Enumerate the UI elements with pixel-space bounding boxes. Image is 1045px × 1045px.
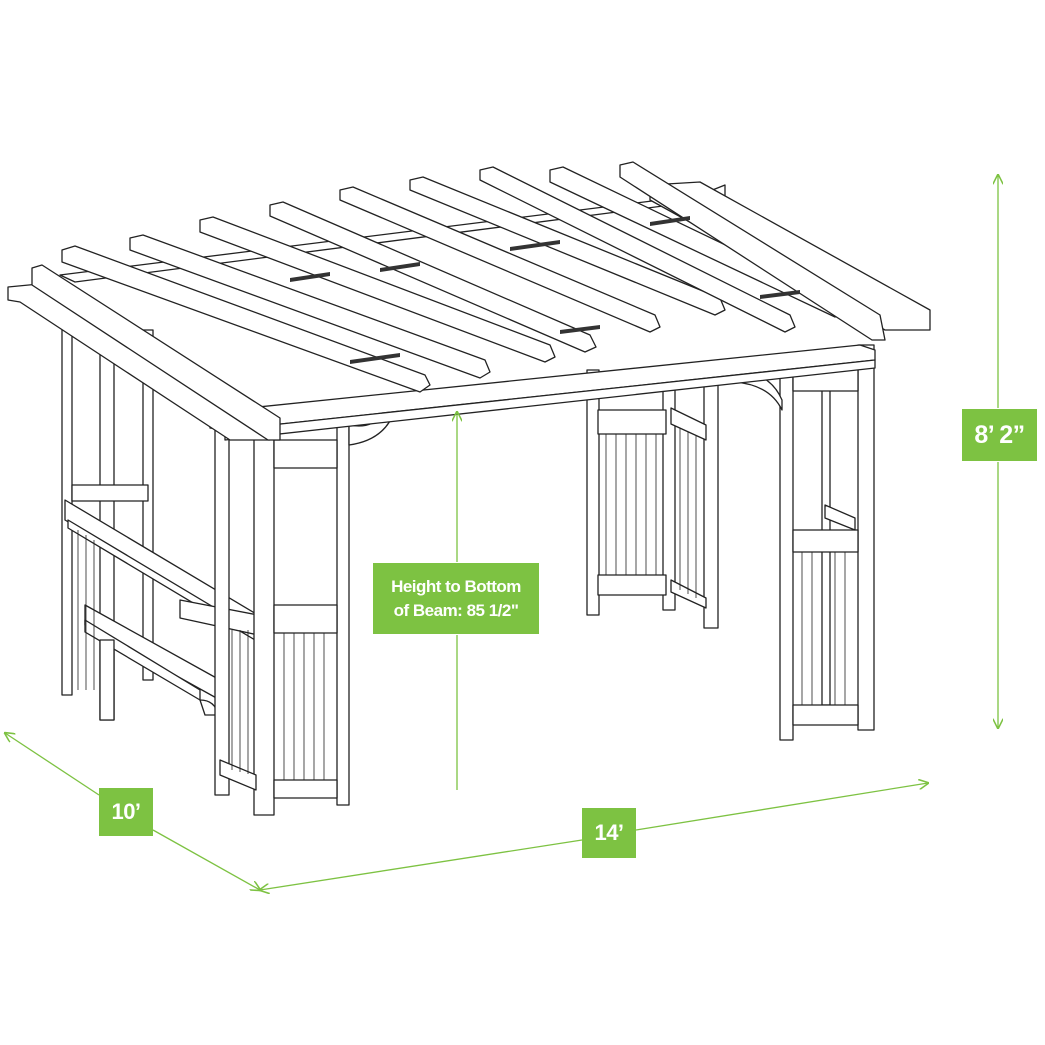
front-left-post-group	[214, 409, 396, 816]
total-height-label: 8’ 2”	[962, 409, 1037, 461]
left-post-bench-group	[61, 299, 259, 721]
beam-height-label-line2: of Beam: 85 1/2"	[393, 600, 519, 620]
depth-arrow-right	[152, 829, 260, 890]
roof-slats	[31, 161, 886, 441]
width-arrow-right	[635, 783, 928, 831]
front-beam	[209, 344, 876, 441]
width-label: 14’	[582, 808, 636, 858]
back-beam	[59, 184, 726, 283]
depth-arrow-left	[5, 733, 100, 796]
beam-height-label-line1: Height to Bottom	[391, 576, 521, 596]
depth-label: 10’	[99, 788, 153, 836]
roof-joist-shadows	[290, 216, 800, 364]
front-right-post-group	[734, 344, 875, 741]
beam-height-label: Height to Bottom of Beam: 85 1/2"	[373, 563, 539, 634]
dimension-lines	[5, 175, 998, 890]
back-right-post-group	[586, 367, 719, 629]
width-arrow-left	[260, 839, 583, 890]
